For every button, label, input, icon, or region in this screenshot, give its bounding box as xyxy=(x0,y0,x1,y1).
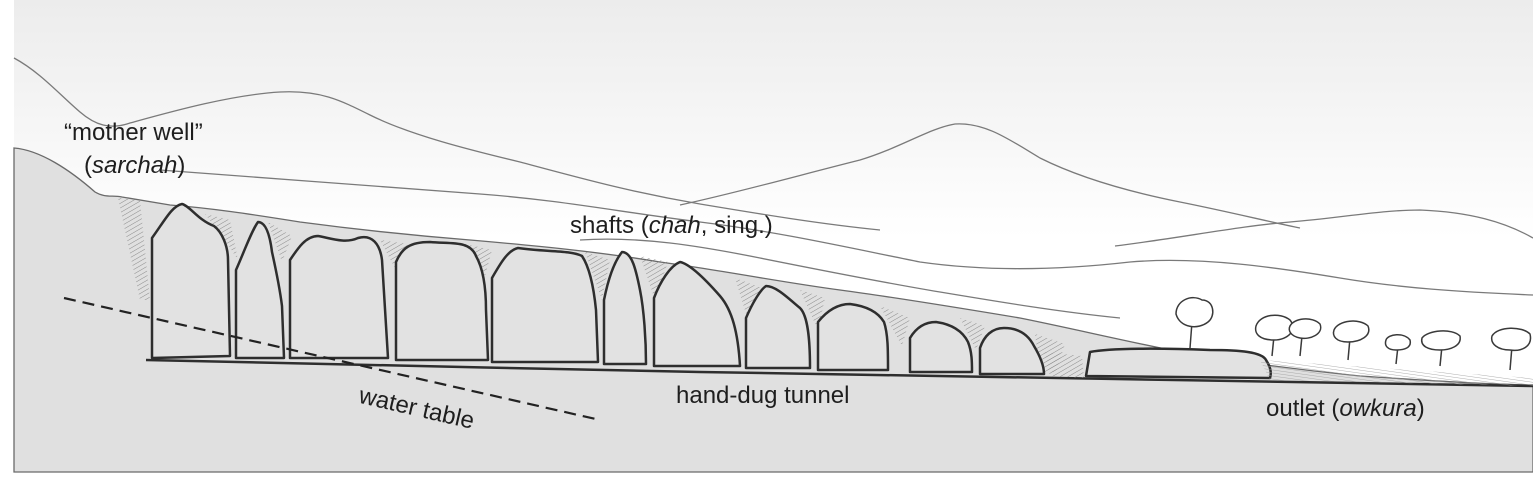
block-8 xyxy=(744,284,812,370)
sarchah-term: sarchah xyxy=(92,152,178,179)
tree-icon xyxy=(1288,318,1322,357)
shafts-term: chah xyxy=(648,212,701,239)
rock-blocks xyxy=(150,202,1273,380)
block-1 xyxy=(150,202,232,360)
block-12 xyxy=(1084,347,1273,380)
tree-icon xyxy=(1384,334,1412,365)
block-6 xyxy=(602,250,648,366)
tunnel-label: hand-dug tunnel xyxy=(676,384,849,408)
tree-icon xyxy=(1254,314,1294,357)
outlet-fan xyxy=(1044,352,1084,378)
tunnel-floor xyxy=(145,358,1533,388)
sarchah-close: ) xyxy=(177,152,186,179)
mother-well-label: “mother well” xyxy=(64,121,203,145)
hill-ridge-left xyxy=(13,57,881,231)
hill-mid xyxy=(159,169,1533,296)
tree-icon xyxy=(1420,330,1461,367)
tree-icon xyxy=(1175,296,1214,349)
shafts-label: shafts (chah, sing.) xyxy=(570,214,773,238)
hill-ridge-right xyxy=(1114,209,1533,247)
trees xyxy=(1175,296,1532,371)
mother-well-line1: “mother well” xyxy=(64,119,203,146)
water-table-line xyxy=(63,296,601,422)
tunnel-text: hand-dug tunnel xyxy=(676,382,850,409)
block-2 xyxy=(234,220,286,360)
outlet-label: outlet (owkura) xyxy=(1266,397,1425,421)
block-5 xyxy=(490,246,600,364)
hill-peak xyxy=(679,123,1301,229)
hill-low xyxy=(579,238,1121,319)
sarchah-label: (sarchah) xyxy=(84,154,185,178)
outlet-term: owkura xyxy=(1339,395,1417,422)
sarchah-open: ( xyxy=(84,152,92,179)
outlet-hatching xyxy=(1260,360,1533,386)
block-10 xyxy=(908,320,974,374)
block-11 xyxy=(978,326,1046,376)
shafts-post: , sing.) xyxy=(700,212,773,239)
tree-icon xyxy=(1332,320,1370,361)
outlet-pre: outlet ( xyxy=(1266,395,1340,422)
outlet-post: ) xyxy=(1416,395,1425,422)
block-7 xyxy=(652,260,742,368)
tree-icon xyxy=(1490,327,1532,371)
block-4 xyxy=(394,240,490,362)
block-9 xyxy=(816,302,890,372)
shafts-pre: shafts ( xyxy=(570,212,649,239)
block-3 xyxy=(288,234,390,360)
hill-lines xyxy=(13,57,1533,319)
